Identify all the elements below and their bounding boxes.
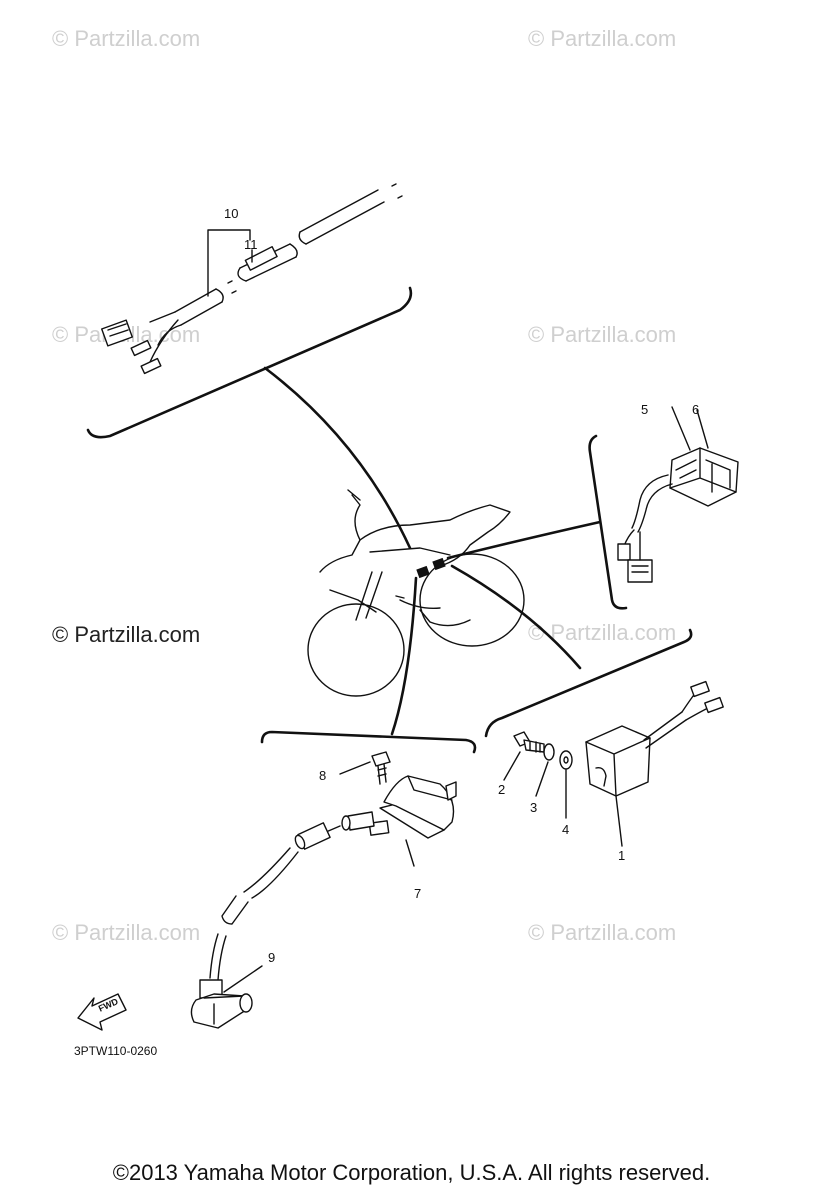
watermark: © Partzilla.com [52,26,201,51]
watermark: © Partzilla.com [52,920,201,945]
callout-2: 2 [498,782,506,797]
wire-harness [86,183,413,439]
callout-1: 1 [618,848,626,863]
ignition-coil-group [190,576,477,1029]
motorcycle-outline [307,489,525,697]
callout-3: 3 [530,800,538,815]
callout-7: 7 [414,886,422,901]
callout-6: 6 [692,402,700,417]
callout-9: 9 [268,950,276,965]
watermark: © Partzilla.com [528,26,677,51]
callout-8: 8 [319,768,327,783]
callout-4: 4 [562,822,570,837]
watermark: © Partzilla.com [528,322,677,347]
fwd-arrow-icon [77,993,127,1031]
diagram-code: 3PTW110-0260 [74,1044,158,1058]
cdi-unit-group [450,564,724,847]
relay-switch [588,406,739,610]
callout-5: 5 [641,402,649,417]
copyright-footer: ©2013 Yamaha Motor Corporation, U.S.A. A… [112,1160,711,1185]
callout-11: 11 [244,237,258,252]
callout-10: 10 [224,206,239,221]
watermark: © Partzilla.com [528,920,677,945]
watermark-main: © Partzilla.com [52,622,201,647]
